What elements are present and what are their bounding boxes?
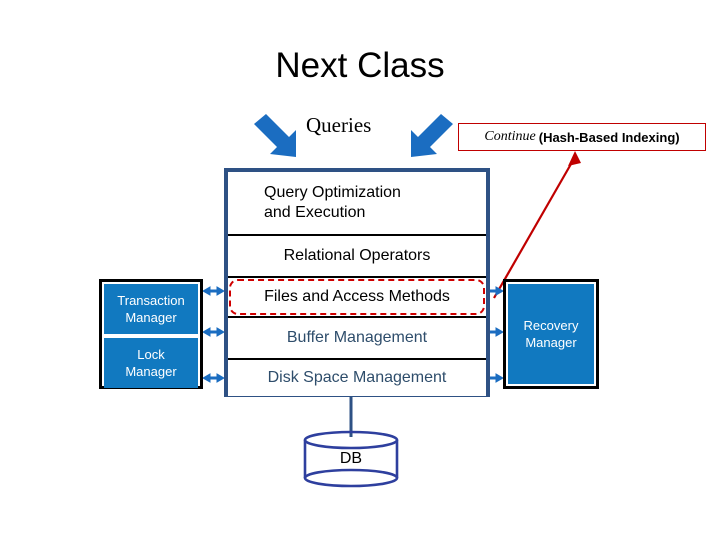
lock-manager-line1: Lock <box>137 347 165 362</box>
dbms-layer-stack: Query Optimization and Execution Relatio… <box>224 168 490 397</box>
queries-arrow-left-icon <box>254 114 296 157</box>
transaction-manager-line2: Manager <box>125 310 177 325</box>
recovery-manager-line1: Recovery <box>523 318 579 333</box>
db-label: DB <box>339 450 363 467</box>
transaction-manager-box[interactable]: Transaction Manager <box>104 284 198 334</box>
queries-arrow-right-icon <box>411 114 453 157</box>
layer-disk-space-management[interactable]: Disk Space Management <box>228 360 486 396</box>
layer-files-and-access-methods-label: Files and Access Methods <box>264 288 450 305</box>
left-connector-arrows-icon <box>201 286 226 383</box>
page-title: Next Class <box>275 46 445 85</box>
left-manager-panel: Transaction Manager Lock Manager <box>99 279 203 389</box>
queries-label: Queries <box>306 113 372 137</box>
layer-files-and-access-methods[interactable]: Files and Access Methods <box>228 278 486 318</box>
layer-query-optimization-and-execution[interactable]: Query Optimization and Execution <box>228 172 486 236</box>
callout-bold-text: (Hash-Based Indexing) <box>538 129 680 145</box>
layer-relational-operators[interactable]: Relational Operators <box>228 236 486 278</box>
layer-query-optimization-line2: and Execution <box>264 204 366 221</box>
continue-callout-box: Continue (Hash-Based Indexing) <box>458 123 706 151</box>
layer-relational-operators-label: Relational Operators <box>283 247 431 264</box>
layer-buffer-management-label: Buffer Management <box>286 329 428 346</box>
hash-indexing-pointer-arrow-icon <box>493 151 581 299</box>
layer-query-optimization-line1: Query Optimization <box>264 184 401 201</box>
lock-manager-line2: Manager <box>125 364 177 379</box>
recovery-manager-box[interactable]: Recovery Manager <box>508 284 594 384</box>
lock-manager-box[interactable]: Lock Manager <box>104 338 198 388</box>
files-highlight-outline <box>229 279 485 315</box>
layer-disk-space-management-label: Disk Space Management <box>267 369 447 386</box>
right-manager-panel: Recovery Manager <box>503 279 599 389</box>
recovery-manager-line2: Manager <box>525 335 577 350</box>
callout-italic-text: Continue <box>484 129 536 144</box>
layer-buffer-management[interactable]: Buffer Management <box>228 318 486 360</box>
transaction-manager-line1: Transaction <box>117 293 185 308</box>
